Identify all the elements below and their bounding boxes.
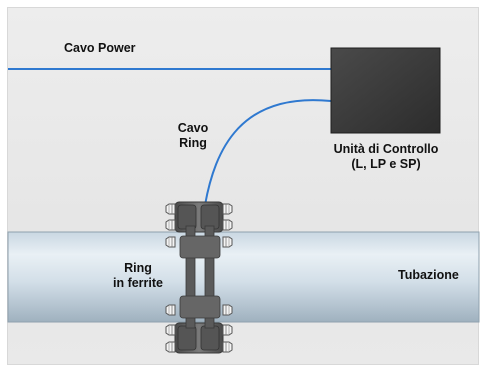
ring-cable-label-line1: Cavo [177, 121, 209, 135]
pipe [7, 231, 480, 323]
ring-cable-label-line2: Ring [179, 136, 207, 150]
control-unit-box [331, 48, 440, 133]
control-unit-label-line1: Unità di Controllo [333, 142, 439, 156]
ferrite-ring-clamp [165, 201, 233, 354]
control-unit-label-line2: (L, LP e SP) [351, 157, 421, 171]
ring-cable-label: Cavo Ring [168, 121, 218, 151]
ferrite-ring-label: Ring in ferrite [98, 261, 178, 291]
ferrite-ring-label-line1: Ring [124, 261, 152, 275]
control-unit-label: Unità di Controllo (L, LP e SP) [316, 142, 456, 172]
pipe-label: Tubazione [398, 268, 459, 282]
ring-cable-line [204, 99, 332, 206]
ferrite-ring-label-line2: in ferrite [112, 276, 163, 290]
power-cable-label: Cavo Power [64, 41, 136, 55]
